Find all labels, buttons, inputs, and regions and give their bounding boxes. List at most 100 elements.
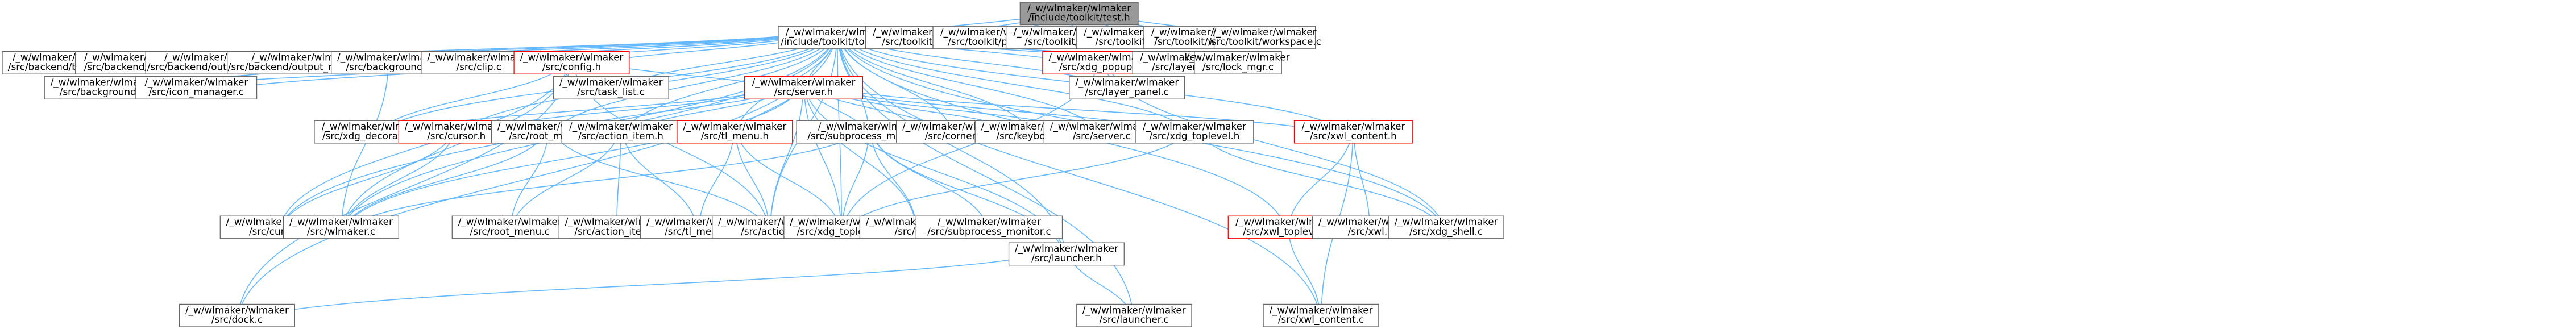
node-label-line: /src/icon_manager.c [148, 86, 244, 98]
edge-server_h-to-xdg_toplevel_c [803, 76, 843, 239]
node-box [744, 76, 863, 99]
node-label-line: /_w/wlmaker/wlmaker [51, 77, 154, 89]
node-box [1008, 242, 1125, 266]
node-box [1388, 215, 1504, 239]
node-box [1213, 26, 1316, 49]
node-label-line: /_w/wlmaker/wlmaker [752, 77, 856, 89]
node-label-line: /src/xwl.c [1348, 226, 1393, 237]
edge-launcher_h-to-dock_c [237, 242, 1067, 327]
node-label-line: /src/corner.c [925, 130, 984, 141]
node-label-line: /_w/wlmaker/wlmaker [1213, 26, 1317, 38]
node-label-line: /_w/wlmaker/wlmaker [1015, 243, 1118, 255]
node-label-line: /src/background.h [346, 61, 432, 72]
node-label-line: /src/server.h [774, 86, 833, 97]
node-label-line: /src/lock_mgr.c [1202, 61, 1274, 73]
node-label-line: /_w/wlmaker/wlmaker [1270, 304, 1373, 316]
node-label-line: /src/toolkit/workspace.c [1208, 36, 1321, 47]
node-box [283, 215, 399, 239]
node-box [1194, 51, 1282, 74]
edge-config_h-to-dock_c [237, 51, 573, 327]
node-xdg-toplevel-h[interactable]: /_w/wlmaker/wlmaker/src/xdg_toplevel.h [1135, 120, 1254, 144]
node-label-line: /_w/wlmaker/wlmaker [1027, 2, 1131, 14]
node-box [561, 120, 681, 144]
node-label-line: /src/xwl_content.c [1278, 314, 1364, 326]
node-label-line: /src/server.c [1073, 130, 1131, 141]
edge-config_h-to-wlmaker_c [341, 51, 573, 239]
node-label-line: /_w/wlmaker/wlmaker [1075, 77, 1179, 89]
edge-xdg_popup_h-to-xdg_toplevel_c [841, 51, 1101, 239]
node-label-line: /_w/wlmaker/wlmaker [1082, 304, 1186, 316]
node-xwl-content-c[interactable]: /_w/wlmaker/wlmaker/src/xwl_content.c [1263, 303, 1379, 327]
node-label-line: /src/action_item.c [574, 226, 658, 238]
node-box [451, 215, 568, 239]
edge-server_h-to-action_c [769, 76, 804, 239]
edge-server_h-to-idle_c [803, 76, 918, 239]
node-launcher-h[interactable]: /_w/wlmaker/wlmaker/src/launcher.h [1008, 242, 1125, 266]
node-label-line: /src/task_list.c [577, 86, 645, 98]
node-task-list-c[interactable]: /_w/wlmaker/wlmaker/src/task_list.c [553, 76, 669, 99]
node-box [915, 215, 1063, 239]
node-box [513, 51, 630, 74]
node-label-line: /src/launcher.c [1099, 314, 1168, 325]
node-label-line: /_w/wlmaker/wlmaker [683, 120, 786, 132]
node-layer-panel-c[interactable]: /_w/wlmaker/wlmaker/src/layer_panel.c [1069, 76, 1185, 99]
node-label-line: /src/root_menu.c [470, 226, 549, 238]
node-lock-mgr-c[interactable]: /_w/wlmaker/wlmaker/src/lock_mgr.c [1187, 51, 1290, 74]
node-box [1076, 303, 1192, 327]
node-label-line: /_w/wlmaker/wlmaker [1048, 51, 1152, 63]
node-tl-menu-h[interactable]: /_w/wlmaker/wlmaker/src/tl_menu.h [677, 120, 793, 144]
node-label-line: /_w/wlmaker/wlmaker [251, 51, 355, 63]
node-label-line: /src/subprocess_monitor.c [927, 226, 1051, 238]
node-label-line: /include/toolkit/test.h [1028, 12, 1130, 23]
node-box [1135, 120, 1254, 144]
node-label-line: /src/cursor.h [427, 130, 486, 141]
node-xdg-shell-c[interactable]: /_w/wlmaker/wlmaker/src/xdg_shell.c [1388, 215, 1504, 239]
node-label-line: /src/wlmaker.c [307, 226, 375, 237]
node-xwl-content-h[interactable]: /_w/wlmaker/wlmaker/src/xwl_content.h [1293, 120, 1413, 144]
node-label-line: /_w/wlmaker/wlmaker [559, 77, 663, 89]
node-label-line: /src/tl_menu.h [701, 130, 769, 142]
node-label-line: /_w/wlmaker/wlmaker [458, 216, 562, 228]
node-label-line: /_w/wlmaker/wlmaker [1050, 120, 1154, 132]
node-label-line: /src/xdg_shell.c [1409, 226, 1483, 238]
node-label-line: /_w/wlmaker/wlmaker [405, 120, 508, 132]
node-label-line: /src/clip.c [456, 61, 501, 72]
node-label-line: /_w/wlmaker/wlmaker [1143, 120, 1246, 132]
node-box [1263, 303, 1379, 327]
node-test-h[interactable]: /_w/wlmaker/wlmaker/include/toolkit/test… [1019, 2, 1139, 26]
node-label-line: /src/config.h [542, 61, 601, 72]
node-label-line: /_w/wlmaker/wlmaker [289, 216, 393, 228]
node-label-line: /_w/wlmaker/wlmaker [1301, 120, 1405, 132]
node-config-h[interactable]: /_w/wlmaker/wlmaker/src/config.h [513, 51, 630, 74]
node-wlmaker-c[interactable]: /_w/wlmaker/wlmaker/src/wlmaker.c [283, 215, 399, 239]
node-label-line: /_w/wlmaker/wlmaker [786, 26, 889, 38]
node-label-line: /_w/wlmaker/wlmaker [1187, 51, 1290, 63]
node-label-line: /src/dock.c [211, 314, 263, 325]
node-box [179, 303, 295, 327]
graph-nodes: /_w/wlmaker/wlmaker/include/toolkit/test… [2, 2, 1504, 327]
node-label-line: /src/xdg_toplevel.h [1149, 130, 1239, 142]
node-label-line: /src/xwl_content.h [1310, 130, 1397, 142]
node-subprocess-monitor-c[interactable]: /_w/wlmaker/wlmaker/src/subprocess_monit… [915, 215, 1063, 239]
node-server-h[interactable]: /_w/wlmaker/wlmaker/src/server.h [744, 76, 863, 99]
node-label-line: /_w/wlmaker/wlmaker [818, 120, 922, 132]
node-label-line: /src/layer_panel.c [1085, 86, 1169, 98]
node-label-line: /_w/wlmaker/wlmaker [1395, 216, 1498, 228]
node-launcher-c[interactable]: /_w/wlmaker/wlmaker/src/launcher.c [1076, 303, 1192, 327]
node-label-line: /_w/wlmaker/wlmaker [144, 77, 248, 89]
node-toolkit-workspace[interactable]: /_w/wlmaker/wlmaker/src/toolkit/workspac… [1208, 26, 1321, 49]
node-action-item-h[interactable]: /_w/wlmaker/wlmaker/src/action_item.h [561, 120, 681, 144]
node-label-line: /_w/wlmaker/wlmaker [185, 304, 289, 316]
node-icon-manager-c[interactable]: /_w/wlmaker/wlmaker/src/icon_manager.c [135, 76, 258, 99]
node-root-menu-c[interactable]: /_w/wlmaker/wlmaker/src/root_menu.c [451, 215, 568, 239]
node-label-line: /_w/wlmaker/wlmaker [569, 120, 673, 132]
node-label-line: /src/background.c [60, 86, 145, 97]
node-box [1069, 76, 1185, 99]
node-label-line: /_w/wlmaker/wlmaker [938, 216, 1041, 228]
edge-toolkit_h-to-xwl_content_c [837, 26, 1322, 327]
node-box [1019, 2, 1139, 26]
node-label-line: /_w/wlmaker/wlmaker [520, 51, 624, 63]
node-label-line: /src/action_item.h [578, 130, 663, 142]
node-dock-c[interactable]: /_w/wlmaker/wlmaker/src/dock.c [179, 303, 295, 327]
node-label-line: /src/xwl_toplevel.h [1243, 226, 1331, 238]
